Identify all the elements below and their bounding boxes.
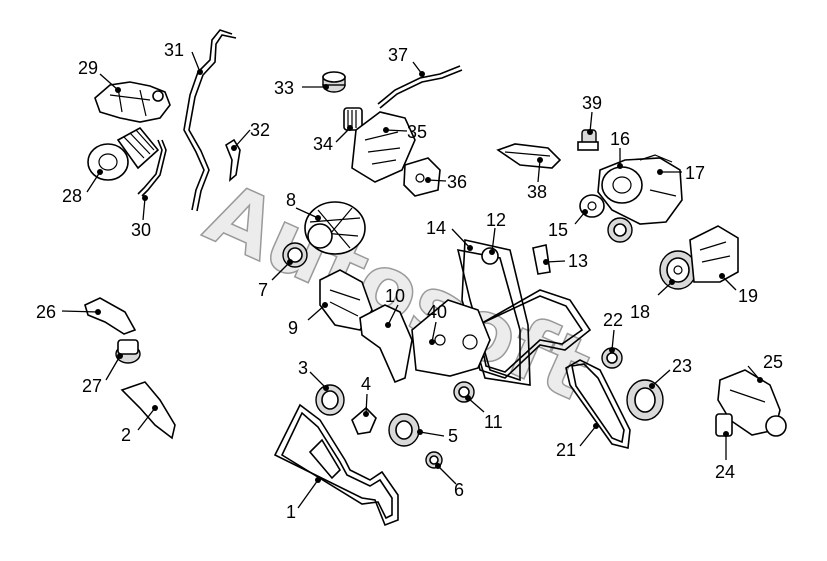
part-19-housing xyxy=(689,225,739,283)
callout-40: 40 xyxy=(427,302,447,322)
callout-labels: 29 28 30 31 32 33 34 35 36 37 38 39 16 1… xyxy=(36,40,783,522)
part-40-belt xyxy=(469,289,592,379)
callout-37: 37 xyxy=(388,45,408,65)
part-32-clip xyxy=(225,138,241,182)
callout-22: 22 xyxy=(603,310,623,330)
callout-23: 23 xyxy=(672,356,692,376)
callout-32: 32 xyxy=(250,120,270,140)
callout-4: 4 xyxy=(361,374,371,394)
callout-17: 17 xyxy=(685,163,705,183)
callout-7: 7 xyxy=(258,280,268,300)
callout-38: 38 xyxy=(527,182,547,202)
callout-25: 25 xyxy=(763,352,783,372)
callout-15: 15 xyxy=(548,220,568,240)
callout-12: 12 xyxy=(486,210,506,230)
callout-18: 18 xyxy=(630,302,650,322)
callout-8: 8 xyxy=(286,190,296,210)
callout-19: 19 xyxy=(738,286,758,306)
part-36-block xyxy=(403,157,441,197)
part-8-alternator xyxy=(304,201,366,255)
callout-30: 30 xyxy=(131,220,151,240)
part-27-mount xyxy=(115,339,141,364)
part-3-pulley xyxy=(315,384,345,416)
callout-2: 2 xyxy=(121,425,131,445)
part-38-bracket xyxy=(496,143,562,169)
part-4-tensioner xyxy=(351,406,377,435)
part-2-bracket xyxy=(120,381,176,440)
part-11-roller xyxy=(453,381,475,403)
callout-33: 33 xyxy=(274,78,294,98)
part-1-serpentine-belt xyxy=(273,403,399,527)
part-18-sprocket xyxy=(659,250,697,290)
callout-36: 36 xyxy=(447,172,467,192)
leader-dots xyxy=(95,69,763,483)
callout-14: 14 xyxy=(426,218,446,238)
callout-3: 3 xyxy=(298,358,308,378)
callout-11: 11 xyxy=(484,412,503,432)
part-33-cap xyxy=(322,71,346,93)
part-37-line xyxy=(377,65,463,109)
part-10-cover xyxy=(359,304,413,384)
leader-lines xyxy=(61,51,761,509)
part-7-pulley xyxy=(282,242,308,268)
callout-28: 28 xyxy=(62,186,82,206)
part-14-timing-belt xyxy=(456,239,531,386)
part-13-sensor xyxy=(532,244,551,275)
part-26-bracket xyxy=(84,297,137,335)
callout-1: 1 xyxy=(286,502,296,522)
part-40-plate xyxy=(411,299,491,377)
callout-31: 31 xyxy=(164,40,184,60)
callout-16: 16 xyxy=(610,129,630,149)
callout-6: 6 xyxy=(454,480,464,500)
callout-26: 26 xyxy=(36,302,56,322)
callout-39: 39 xyxy=(582,93,602,113)
callout-21: 21 xyxy=(556,440,576,460)
callout-29: 29 xyxy=(78,58,98,78)
part-34-35-housing xyxy=(343,107,416,183)
part-25-mount xyxy=(717,369,787,437)
part-29-pump-bracket xyxy=(94,81,171,123)
part-21-chain-belt xyxy=(565,359,631,449)
part-31-pipe xyxy=(183,29,237,212)
callout-10: 10 xyxy=(385,286,405,306)
part-30-hose xyxy=(137,139,167,197)
callout-13: 13 xyxy=(568,251,588,271)
part-16-17-pump-assembly xyxy=(597,154,683,243)
parts-drawings xyxy=(84,29,787,527)
callout-5: 5 xyxy=(448,426,458,446)
callout-27: 27 xyxy=(82,376,102,396)
callout-9: 9 xyxy=(288,318,298,338)
part-22-bearing xyxy=(601,347,623,369)
callout-24: 24 xyxy=(715,462,735,482)
callout-34: 34 xyxy=(313,134,333,154)
part-23-pulley xyxy=(626,379,664,421)
callout-35: 35 xyxy=(407,122,427,142)
part-5-pulley xyxy=(388,413,420,447)
